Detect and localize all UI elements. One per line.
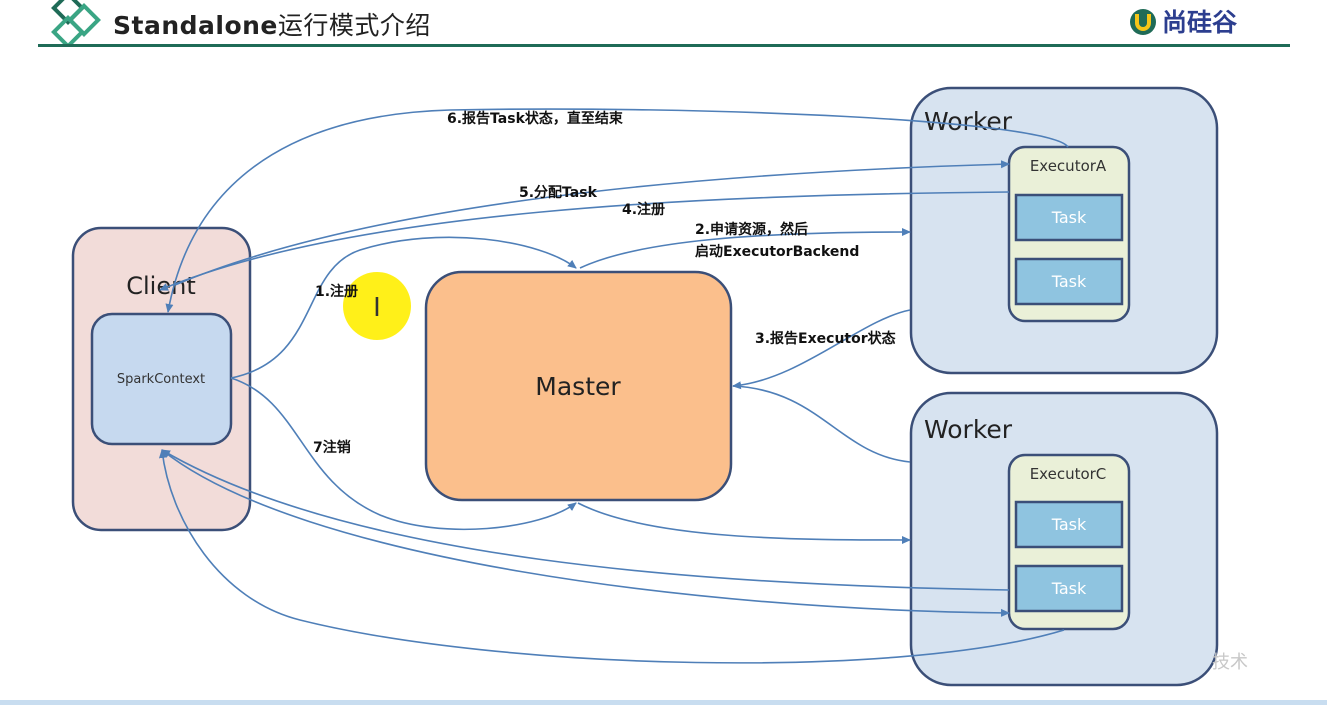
brand-text: 尚硅谷	[1162, 8, 1238, 37]
executor-c-label: ExecutorC	[1030, 465, 1107, 483]
task-box	[1014, 564, 1124, 613]
master-label: Master	[535, 372, 621, 401]
arrow-client-executorc	[161, 449, 1010, 617]
executor-a-label: ExecutorA	[1030, 157, 1107, 175]
spark-context-box	[90, 312, 233, 446]
arrow-5-assign	[174, 160, 1010, 286]
bottom-band	[0, 700, 1327, 705]
arrow-worker2-master	[732, 385, 911, 463]
task-label: Task	[1051, 208, 1087, 227]
watermark: 技术	[1212, 652, 1248, 673]
title-en: Standalone	[113, 11, 278, 40]
task-box	[1014, 500, 1124, 549]
arrow-3-report	[732, 309, 911, 390]
brand-logo: 尚硅谷	[1128, 4, 1237, 38]
arrow-2-request	[579, 228, 911, 269]
arrow-executorc-bottom	[158, 449, 1065, 664]
task-box	[1014, 257, 1124, 306]
step-6-label: 6.报告Task状态，直至结束	[447, 110, 624, 127]
page-title: Standalone运行模式介绍	[113, 6, 431, 42]
step-3-label: 3.报告Executor状态	[755, 330, 896, 347]
step-5-label: 5.分配Task	[519, 185, 598, 201]
arrow-4-register	[159, 191, 1010, 291]
brand-u-icon	[1130, 9, 1156, 35]
client-label: Client	[126, 272, 195, 300]
arrow-1-register	[230, 236, 577, 379]
title-zh: 运行模式介绍	[277, 11, 431, 40]
worker-bottom-label: Worker	[924, 415, 1013, 444]
arrow-7-unregister	[230, 377, 577, 531]
step-2-label-line1: 2.申请资源，然后	[695, 221, 808, 238]
task-box	[1014, 193, 1124, 242]
diamond-logo-icon	[51, 0, 101, 46]
task-label: Task	[1051, 515, 1087, 534]
task-label: Task	[1051, 579, 1087, 598]
text-cursor-icon: I	[373, 293, 381, 323]
master-box	[424, 270, 733, 502]
spark-context-label: SparkContext	[117, 372, 205, 387]
step-7-label: 7注销	[313, 439, 351, 456]
arrow-executorc-client	[161, 449, 1010, 591]
cursor-highlight	[343, 272, 411, 340]
arrow-master-worker2	[577, 502, 911, 544]
step-1-label: 1.注册	[315, 283, 358, 300]
header-rule	[38, 44, 1290, 47]
header: Standalone运行模式介绍 尚硅谷	[0, 0, 1327, 50]
worker-top-label: Worker	[924, 107, 1013, 136]
step-2-label-line2: 启动ExecutorBackend	[695, 243, 859, 260]
step-4-label: 4.注册	[622, 201, 665, 218]
arrow-6-status	[165, 108, 1069, 313]
task-label: Task	[1051, 272, 1087, 291]
